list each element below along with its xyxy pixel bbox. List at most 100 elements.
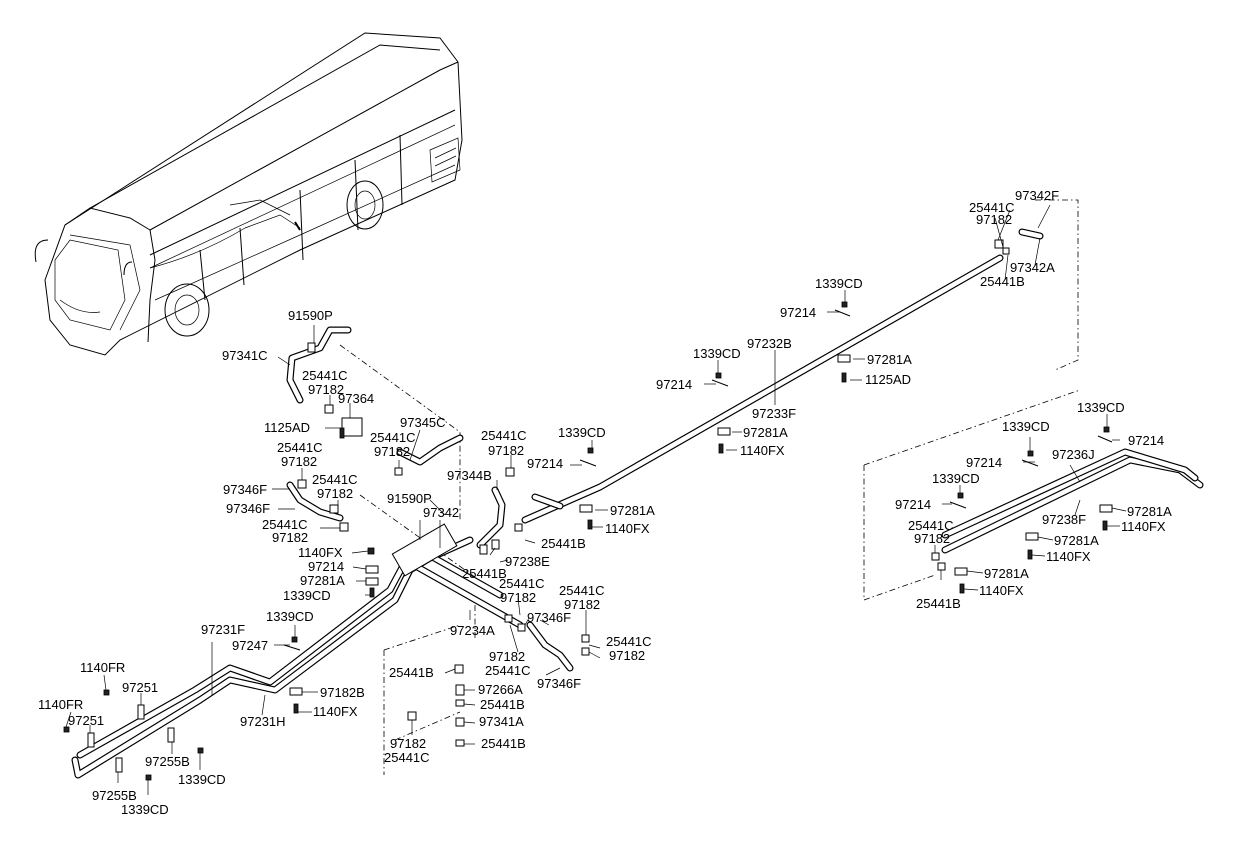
label-97182B: 97182B	[320, 685, 365, 700]
label-97182: 97182	[976, 212, 1012, 227]
label-97346F: 97346F	[223, 482, 267, 497]
label-97182: 97182	[281, 454, 317, 469]
pipes	[71, 228, 1204, 779]
reference-lines	[339, 199, 1081, 775]
label-1125AD: 1125AD	[264, 420, 310, 435]
label-97281A: 97281A	[1127, 504, 1172, 519]
label-97182: 97182	[374, 444, 410, 459]
label-25441B: 25441B	[389, 665, 434, 680]
label-97251: 97251	[68, 713, 104, 728]
label-1140FX: 1140FX	[605, 521, 650, 536]
label-1339CD: 1339CD	[815, 276, 863, 291]
label-97233F: 97233F	[752, 406, 796, 421]
label-97182: 97182	[489, 649, 525, 664]
label-97182: 97182	[914, 531, 950, 546]
label-97247: 97247	[232, 638, 268, 653]
label-25441C: 25441C	[559, 583, 605, 598]
label-25441B: 25441B	[541, 536, 586, 551]
label-1140FX: 1140FX	[313, 704, 358, 719]
label-97281A: 97281A	[743, 425, 788, 440]
label-1339CD: 1339CD	[178, 772, 226, 787]
bus-illustration	[34, 32, 463, 356]
label-25441C: 25441C	[485, 663, 531, 678]
label-97341A: 97341A	[479, 714, 524, 729]
label-1140FX: 1140FX	[298, 545, 343, 560]
label-1339CD: 1339CD	[283, 588, 331, 603]
label-97182: 97182	[609, 648, 645, 663]
label-1339CD: 1339CD	[1002, 419, 1050, 434]
label-25441C: 25441C	[312, 472, 358, 487]
label-25441C: 25441C	[481, 428, 527, 443]
label-1140FR: 1140FR	[38, 697, 83, 712]
label-97342A: 97342A	[1010, 260, 1055, 275]
label-97214: 97214	[527, 456, 563, 471]
leader-lines	[65, 204, 1127, 795]
label-1140FX: 1140FX	[1046, 549, 1091, 564]
part-labels: 97342F 25441C 97182 97342A 25441B 1339CD…	[38, 188, 1172, 817]
label-1339CD: 1339CD	[693, 346, 741, 361]
label-25441C: 25441C	[908, 518, 954, 533]
label-97214: 97214	[308, 559, 344, 574]
label-25441B: 25441B	[462, 566, 507, 581]
label-97182: 97182	[317, 486, 353, 501]
label-97281A: 97281A	[1054, 533, 1099, 548]
label-91590P: 91590P	[288, 308, 333, 323]
label-97238E: 97238E	[505, 554, 550, 569]
label-97346F: 97346F	[537, 676, 581, 691]
label-1140FR: 1140FR	[80, 660, 125, 675]
label-97182: 97182	[390, 736, 426, 751]
label-97342F: 97342F	[1015, 188, 1059, 203]
small-parts	[63, 239, 1113, 781]
label-1339CD: 1339CD	[1077, 400, 1125, 415]
label-97214: 97214	[895, 497, 931, 512]
label-97345C: 97345C	[400, 415, 446, 430]
label-97342: 97342	[423, 505, 459, 520]
label-97255B: 97255B	[92, 788, 137, 803]
label-25441C: 25441C	[302, 368, 348, 383]
label-97364: 97364	[338, 391, 374, 406]
label-97251: 97251	[122, 680, 158, 695]
label-97231F: 97231F	[201, 622, 245, 637]
label-1140FX: 1140FX	[979, 583, 1024, 598]
label-25441C: 25441C	[499, 576, 545, 591]
label-97182: 97182	[500, 590, 536, 605]
label-25441C: 25441C	[606, 634, 652, 649]
label-97182: 97182	[564, 597, 600, 612]
label-97255B: 97255B	[145, 754, 190, 769]
label-97214: 97214	[966, 455, 1002, 470]
label-97236J: 97236J	[1052, 447, 1095, 462]
label-25441B: 25441B	[481, 736, 526, 751]
label-97266A: 97266A	[478, 682, 523, 697]
label-97346F: 97346F	[527, 610, 571, 625]
label-97214: 97214	[780, 305, 816, 320]
label-97281A: 97281A	[984, 566, 1029, 581]
label-97182: 97182	[308, 382, 344, 397]
label-97281A: 97281A	[867, 352, 912, 367]
label-1339CD: 1339CD	[266, 609, 314, 624]
label-97346F: 97346F	[226, 501, 270, 516]
label-25441C: 25441C	[370, 430, 416, 445]
label-97182: 97182	[272, 530, 308, 545]
label-97238F: 97238F	[1042, 512, 1086, 527]
label-25441B: 25441B	[916, 596, 961, 611]
label-1339CD: 1339CD	[932, 471, 980, 486]
label-97341C: 97341C	[222, 348, 268, 363]
label-25441C: 25441C	[277, 440, 323, 455]
label-97281A: 97281A	[300, 573, 345, 588]
label-1140FX: 1140FX	[740, 443, 785, 458]
label-25441C: 25441C	[969, 200, 1015, 215]
label-97182: 97182	[488, 443, 524, 458]
label-25441B: 25441B	[980, 274, 1025, 289]
label-97231H: 97231H	[240, 714, 286, 729]
label-25441B: 25441B	[480, 697, 525, 712]
label-25441C: 25441C	[384, 750, 430, 765]
label-25441C: 25441C	[262, 517, 308, 532]
label-97214: 97214	[1128, 433, 1164, 448]
label-97281A: 97281A	[610, 503, 655, 518]
label-91590P: 91590P	[387, 491, 432, 506]
label-97214: 97214	[656, 377, 692, 392]
label-1339CD: 1339CD	[121, 802, 169, 817]
label-1125AD: 1125AD	[865, 372, 911, 387]
